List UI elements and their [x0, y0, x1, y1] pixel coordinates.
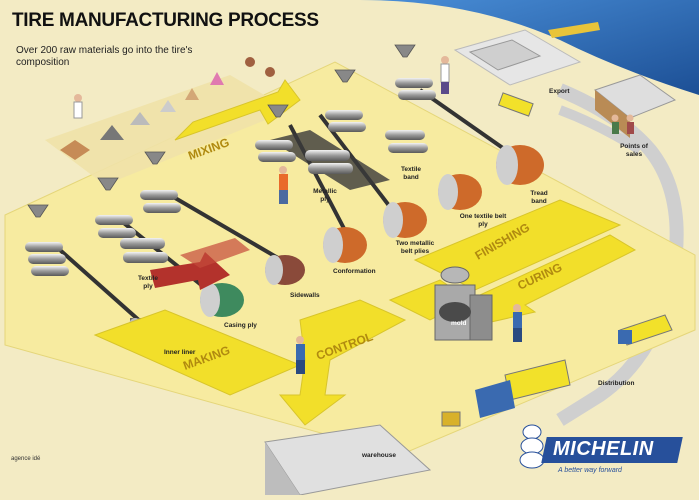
casing-ply-strip [180, 238, 250, 268]
label-warehouse: warehouse [362, 452, 396, 459]
label-conformation: Conformation [333, 268, 376, 275]
mixing-arrow [174, 79, 301, 141]
michelin-logo: MICHELIN [553, 438, 654, 460]
export-building [468, 39, 542, 71]
michelin-tagline: A better way forward [558, 467, 622, 474]
store-front [595, 90, 630, 138]
workers [73, 56, 634, 374]
label-distribution: Distribution [598, 380, 635, 387]
loading-truck [475, 359, 571, 418]
label-casing-ply: Casing ply [224, 322, 257, 329]
ship [548, 22, 600, 38]
label-textile-ply: Textile ply [137, 275, 159, 290]
page-title: TIRE MANUFACTURING PROCESS [12, 10, 319, 31]
road-2 [558, 105, 643, 155]
label-metallic-ply: Metallic ply [313, 188, 337, 203]
label-two-metallic-belt-plies: Two metallic belt plies [395, 240, 435, 255]
label-sidewalls: Sidewalls [290, 292, 320, 299]
michelin-man-icon [519, 424, 545, 469]
curing-press [434, 266, 493, 341]
label-tread-band: Tread band [530, 190, 548, 205]
label-one-textile-belt-ply: One textile belt ply [459, 213, 507, 228]
sea [360, 0, 699, 95]
distribution-truck [618, 314, 673, 346]
page-subtitle: Over 200 raw materials go into the tire'… [16, 45, 193, 68]
label-mold: mold [451, 320, 467, 327]
label-textile-band: Textile band [400, 166, 422, 181]
raw-material-piles [60, 57, 275, 160]
label-inner-liner: Inner liner [164, 349, 196, 356]
rollers [25, 78, 436, 276]
control-arrow [278, 299, 407, 426]
label-export: Export [549, 88, 570, 95]
label-points-of-sales: Points of sales [620, 143, 648, 158]
warehouse-building [264, 424, 432, 496]
export-truck [497, 92, 534, 117]
raw-materials-floor [45, 75, 290, 185]
hoppers [27, 44, 416, 218]
agency-logo: agence idé [11, 456, 41, 462]
forklift [441, 411, 461, 427]
